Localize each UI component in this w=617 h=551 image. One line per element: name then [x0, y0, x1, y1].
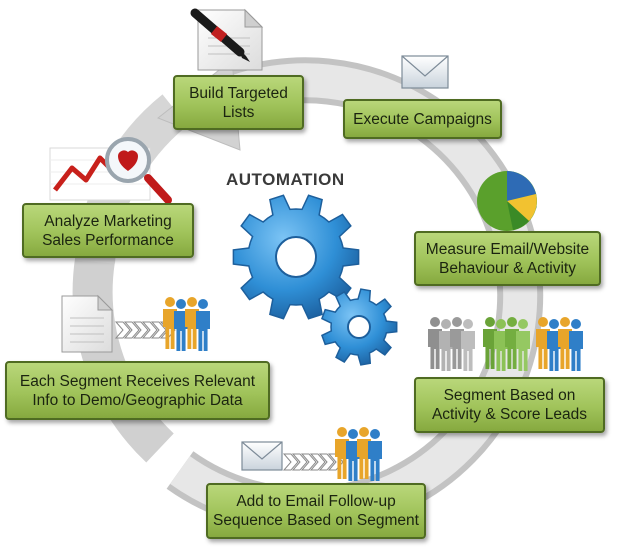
pen-icon [190, 8, 250, 62]
chevron-mark [318, 453, 335, 471]
chevron-mark [123, 321, 140, 339]
person-figure [482, 317, 497, 369]
person-figure [505, 317, 519, 369]
step-followup-line1: Add to Email Follow-up [236, 493, 396, 510]
person-figure [536, 317, 550, 369]
chevron-mark [282, 453, 299, 471]
chevrons-icon-2 [282, 453, 344, 471]
step-followup-line2: Sequence Based on Segment [213, 512, 419, 529]
step-execute-line1: Execute Campaigns [353, 110, 492, 128]
step-analyze-line2: Sales Performance [42, 231, 174, 249]
step-build-line1: Build Targeted [189, 84, 288, 102]
small-gear-icon [321, 288, 398, 366]
person-figure [427, 317, 442, 369]
people-group-green-icon [482, 317, 530, 371]
magnifier-icon [105, 137, 172, 204]
step-build-targeted-lists: Build Targeted Lists [173, 75, 304, 130]
envelope-icon-2 [241, 441, 283, 471]
step-segment-line1: Segment Based on [443, 387, 576, 404]
people-group-color-icon [536, 317, 583, 371]
step-measure-behaviour: Measure Email/Website Behaviour & Activi… [414, 231, 601, 286]
step-email-followup: Add to Email Follow-up Sequence Based on… [206, 483, 426, 539]
diagram-title: AUTOMATION [226, 170, 345, 189]
step-analyze-line1: Analyze Marketing [44, 212, 172, 230]
step-analyze-performance: Analyze Marketing Sales Performance [22, 203, 194, 258]
person-figure [460, 319, 475, 371]
large-gear-icon [232, 194, 360, 320]
person-figure [547, 319, 561, 371]
person-figure [367, 429, 382, 481]
person-figure [196, 299, 210, 351]
person-figure [174, 299, 188, 351]
person-figure [356, 427, 371, 479]
step-segment-line2: Activity & Score Leads [431, 406, 588, 423]
pie-chart-icon [477, 171, 537, 231]
person-figure [185, 297, 199, 349]
chevron-mark [309, 453, 326, 471]
step-segment-relevant-info: Each Segment Receives Relevant Info to D… [5, 361, 270, 420]
people-group-icon [163, 297, 210, 351]
step-relevant-line2: Info to Demo/Geographic Data [32, 391, 243, 409]
envelope-icon [401, 55, 449, 89]
chevron-mark [291, 453, 308, 471]
chevron-mark [300, 453, 317, 471]
document-icon-2 [61, 294, 114, 353]
person-figure [569, 319, 583, 371]
chevron-mark [150, 321, 167, 339]
step-execute-campaigns: Execute Campaigns [343, 99, 502, 139]
people-group-gray-icon [427, 317, 475, 371]
person-figure [516, 319, 530, 371]
person-figure [334, 427, 349, 479]
person-figure [449, 317, 464, 369]
step-segment-score-leads: Segment Based on Activity & Score Leads [414, 377, 605, 433]
step-measure-line1: Measure Email/Website [425, 240, 590, 258]
chevron-mark [132, 321, 149, 339]
person-figure [493, 319, 508, 371]
step-build-line2: Lists [222, 103, 255, 121]
person-figure [345, 429, 360, 481]
step-relevant-line1: Each Segment Receives Relevant [19, 372, 256, 390]
chevron-mark [114, 321, 131, 339]
people-group-icon-2 [334, 427, 382, 481]
person-figure [163, 297, 177, 349]
step-measure-line2: Behaviour & Activity [439, 259, 576, 277]
person-figure [558, 317, 572, 369]
chevron-mark [141, 321, 158, 339]
person-figure [438, 319, 453, 371]
